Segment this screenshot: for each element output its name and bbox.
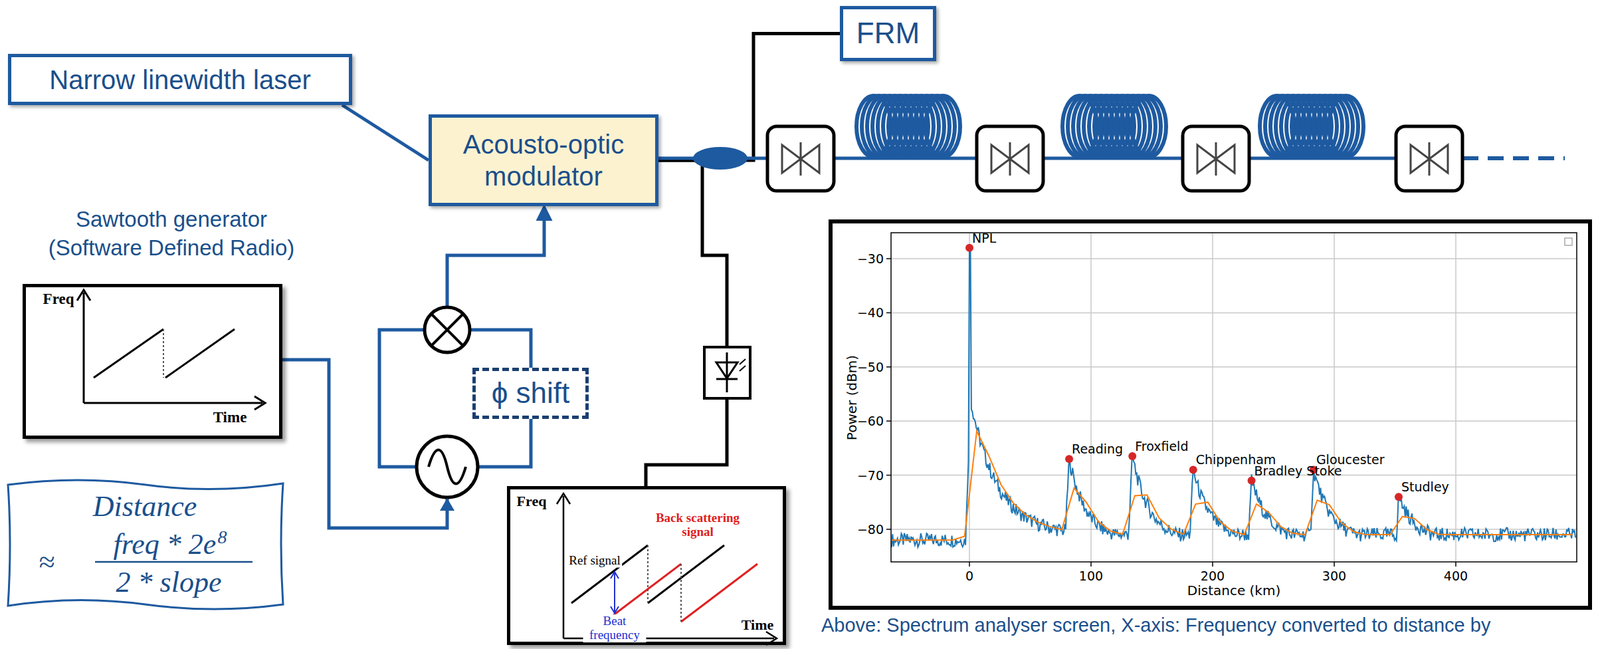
axis-label: Time [741, 616, 774, 633]
tick-label: −80 [857, 521, 884, 537]
oscillator-symbol [416, 435, 478, 511]
site-label: Studley [1401, 479, 1450, 494]
amplifier-box [1182, 126, 1250, 191]
fraction-bar [95, 560, 253, 563]
connector [342, 104, 429, 161]
mixer-symbol [424, 306, 470, 353]
fibre-winding [1131, 95, 1167, 157]
formula-term: ≈ [38, 546, 55, 579]
grid-line [891, 257, 1577, 260]
box-label: ϕ shift [491, 375, 571, 411]
tick [886, 528, 892, 530]
box-label: FRM [856, 15, 920, 52]
fibre-winding [1328, 95, 1364, 157]
amplifier-symbol [991, 142, 1029, 176]
beat-plot [556, 493, 777, 645]
signal-label: Ref signal [567, 553, 622, 568]
tick-label: −30 [857, 251, 884, 266]
tick [1333, 561, 1335, 567]
site-label: Froxfield [1134, 438, 1189, 454]
spectrum-trace [891, 247, 1576, 547]
axis-title: Distance (km) [1187, 582, 1281, 599]
frm-box: FRM [839, 5, 937, 62]
formula-box: Distance ≈ freq * 2e8 2 * slope [5, 476, 286, 613]
tick [886, 419, 892, 422]
photodetector-symbol [704, 346, 751, 399]
axis-title: Power (dBm) [843, 354, 860, 440]
amplifier-box [976, 126, 1044, 191]
tick [1211, 561, 1214, 567]
formula-term: freq * 2e [113, 528, 217, 561]
amplifier-box [767, 126, 834, 191]
tick [886, 474, 892, 476]
axis-label: Freq [43, 290, 75, 308]
tick-label: 400 [1443, 568, 1468, 583]
grid-line [1455, 232, 1457, 562]
beat-label: Beat frequency [583, 613, 647, 642]
tick [1455, 561, 1457, 567]
axis-label: Time [213, 408, 248, 426]
laser-box: Narrow linewidth laser [7, 53, 353, 105]
signal-label: Back scattering signal [647, 510, 748, 539]
sawtooth-plot [77, 289, 266, 410]
legend-box [1564, 237, 1573, 246]
amplifier-symbol [782, 142, 820, 176]
formula-exponent: 8 [217, 526, 227, 548]
formula-outline [7, 479, 284, 609]
tick-label: −50 [857, 359, 884, 375]
site-label: Reading [1071, 441, 1123, 456]
tick [886, 366, 892, 368]
tick-label: 200 [1200, 568, 1225, 583]
tick-label: −40 [857, 304, 884, 320]
tick-label: −60 [857, 413, 884, 428]
spectrum-plot [886, 232, 1577, 567]
amplifier-symbol [1197, 142, 1235, 176]
smoothed-trace [891, 430, 1573, 540]
fibre-spools [856, 95, 1364, 157]
grid-line [891, 366, 1577, 368]
connector [645, 160, 727, 486]
beat-chart-box: FreqRef signal Back scattering signalBeat… [506, 485, 787, 645]
formula-term: Distance [93, 490, 197, 523]
spectrum-panel: NPLReadingFroxfieldChippenhamBradley Sto… [828, 219, 1593, 610]
site-label: NPL [972, 230, 997, 246]
tick-label: 0 [965, 568, 974, 583]
grid-line [891, 419, 1577, 422]
plot-frame [891, 232, 1577, 562]
site-label: Gloucester [1316, 451, 1385, 467]
tick [886, 257, 892, 260]
tick [1090, 561, 1092, 567]
fibre-winding [925, 95, 961, 157]
amplifier-box [1396, 126, 1463, 191]
tick-label: 300 [1322, 568, 1347, 583]
tick-label: −70 [857, 467, 884, 483]
sawtooth-chart-box: Sawtooth generator (Software Defined Rad… [22, 283, 283, 439]
optical-amplifiers [767, 126, 1463, 191]
tick-label: 100 [1079, 568, 1103, 583]
box-label: Acousto-optic modulator [439, 128, 648, 193]
modulator-box: Acousto-optic modulator [428, 114, 659, 206]
phase-shift-box: ϕ shift [472, 367, 589, 419]
tick [968, 561, 971, 567]
tick [886, 312, 892, 314]
grid-line [891, 312, 1577, 314]
amplifier-symbol [1410, 142, 1448, 176]
formula-term: 2 * slope [116, 566, 222, 599]
axis-label: Freq [516, 493, 547, 509]
box-label: Narrow linewidth laser [49, 63, 311, 96]
caption: Above: Spectrum analyser screen, X-axis:… [821, 613, 1491, 636]
generator-heading: Sawtooth generator (Software Defined Rad… [31, 205, 311, 263]
